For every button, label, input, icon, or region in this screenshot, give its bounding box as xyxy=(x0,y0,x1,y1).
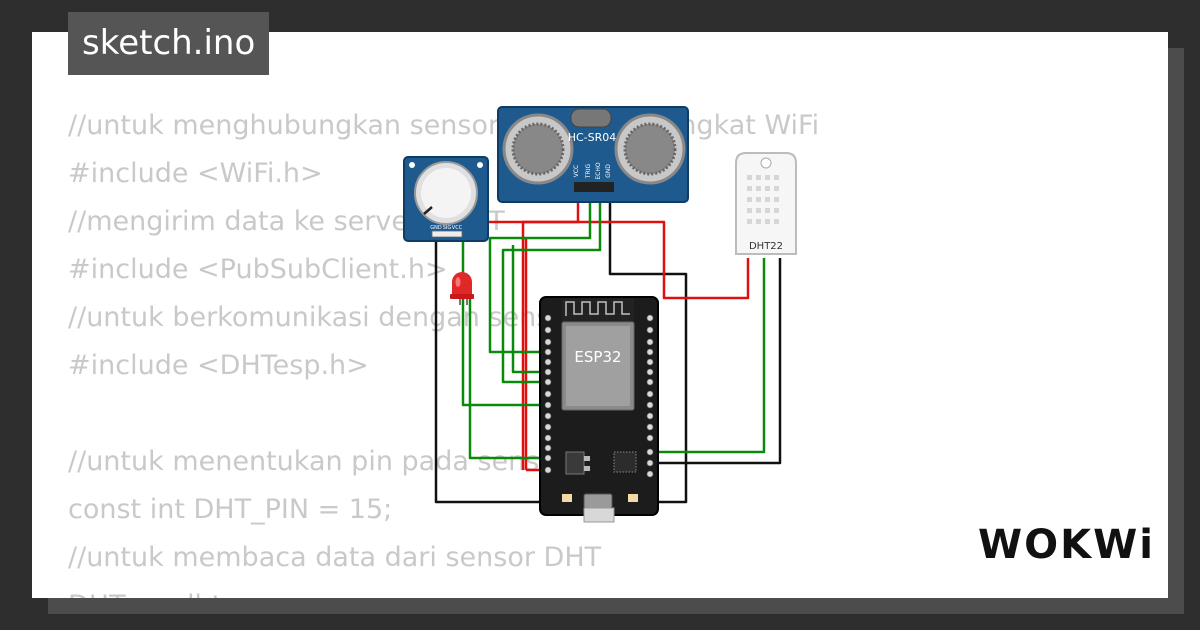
file-tab[interactable]: sketch.ino xyxy=(68,12,270,75)
code-line[interactable]: #include <DHTesp.h> xyxy=(68,350,369,381)
wokwi-logo: WOKWi xyxy=(978,522,1155,568)
code-line[interactable]: //untuk membaca data dari sensor DHT xyxy=(68,542,602,573)
wire-vcc-main xyxy=(521,220,750,470)
wire-gnd-ultrasonic xyxy=(434,192,688,504)
code-line[interactable]: DHTesp dht; xyxy=(68,582,819,598)
ultrasonic-pin-label: ECHO xyxy=(595,162,602,179)
potentiometer[interactable]: GND SIG VCC xyxy=(403,156,489,242)
code-line[interactable]: #include <PubSubClient.h> xyxy=(68,254,448,285)
wire-trig xyxy=(488,192,592,354)
ultrasonic-pin-label: GND xyxy=(605,164,612,178)
wires xyxy=(434,192,782,504)
wire-echo xyxy=(501,192,602,384)
wire-pot-sig xyxy=(461,233,546,407)
wire-gnd-dht xyxy=(652,258,782,465)
pot-pin-label: GND xyxy=(430,225,442,231)
pot-pin-label: VCC xyxy=(452,225,463,231)
wire-pin-misc xyxy=(511,245,546,374)
esp32-board[interactable]: ESP32 xyxy=(539,296,659,523)
wire-dht-data xyxy=(652,258,766,454)
ultrasonic-sensor[interactable]: HC-SR04 VCC TRIG ECHO GND xyxy=(497,106,689,203)
dht-label: DHT22 xyxy=(749,241,783,252)
pot-pin-label: SIG xyxy=(443,225,452,231)
ultrasonic-pin-label: TRIG xyxy=(585,164,592,180)
dht22-sensor[interactable]: DHT22 xyxy=(735,152,797,255)
code-line[interactable]: #include <WiFi.h> xyxy=(68,158,323,189)
knob-indicator-icon xyxy=(423,206,433,215)
wire-led xyxy=(468,298,546,460)
esp32-label: ESP32 xyxy=(574,348,621,366)
ultrasonic-pin-label: VCC xyxy=(573,165,580,177)
code-line[interactable]: const int DHT_PIN = 15; xyxy=(68,494,393,525)
ultrasonic-label: HC-SR04 xyxy=(568,131,617,144)
led[interactable] xyxy=(450,272,474,305)
